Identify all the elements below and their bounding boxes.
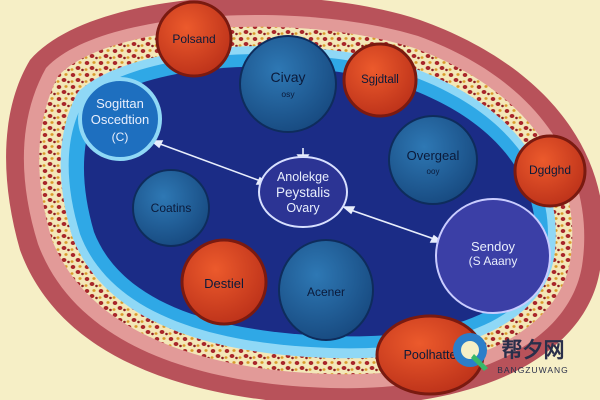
cell-acener: Acener [278,239,374,341]
cell-overgeal: Overgeal ooy [388,115,478,205]
watermark-logo-icon [453,333,488,371]
cell-polsand: Polsand [155,0,233,78]
arrow-right-diagonal [344,207,441,242]
cell-sendoy: Sendoy (S Aaany [435,198,551,314]
cell-sogittan: Sogittan Oscedtion (C) [78,77,162,161]
cell-poolhatte: Poolhatte [375,314,485,396]
cell-sogittan-line3: (C) [112,130,129,144]
cell-sogittan-line1: Sogittan [96,96,144,111]
cell-civay: Civay osy [239,35,337,133]
cell-sogittan-line2: Oscedtion [91,112,150,127]
cell-sendoy-title: Sendoy [471,239,516,254]
watermark: 帮夕网 BANGZUWANG [453,333,569,375]
cell-destiel: Destiel [180,238,268,326]
cell-sgjdtall: Sgjdtall [342,42,418,118]
arrow-left-diagonal [151,140,267,184]
cell-sendoy-sub: (S Aaany [469,254,518,268]
cell-civay-title: Civay [270,69,305,85]
cell-acener-label: Acener [307,285,345,299]
cell-overgeal-title: Overgeal [407,148,460,163]
cell-coatins: Coatins [132,169,210,247]
watermark-latin-text: BANGZUWANG [497,365,569,375]
cell-polsand-label: Polsand [172,32,215,46]
center-cell-label-line2: Peystalis [276,185,330,200]
cell-dgdghd-label: Dgdghd [529,163,571,177]
cell-coatins-label: Coatins [151,201,192,215]
center-cell: Anolekge Peystalis Ovary [258,156,348,228]
cell-poolhatte-label: Poolhatte [404,348,457,362]
center-cell-label-line1: Anolekge [277,170,329,184]
cell-sgjdtall-label: Sgjdtall [361,74,399,86]
cell-civay-sub: osy [281,89,295,99]
cell-destiel-label: Destiel [204,276,244,291]
cell-dgdghd: Dgdghd [513,134,587,208]
center-cell-label-line3: Ovary [286,201,320,215]
cell-overgeal-sub: ooy [427,167,440,176]
watermark-cn-text: 帮夕网 [502,338,565,362]
arrowhead-right-start [341,206,356,215]
